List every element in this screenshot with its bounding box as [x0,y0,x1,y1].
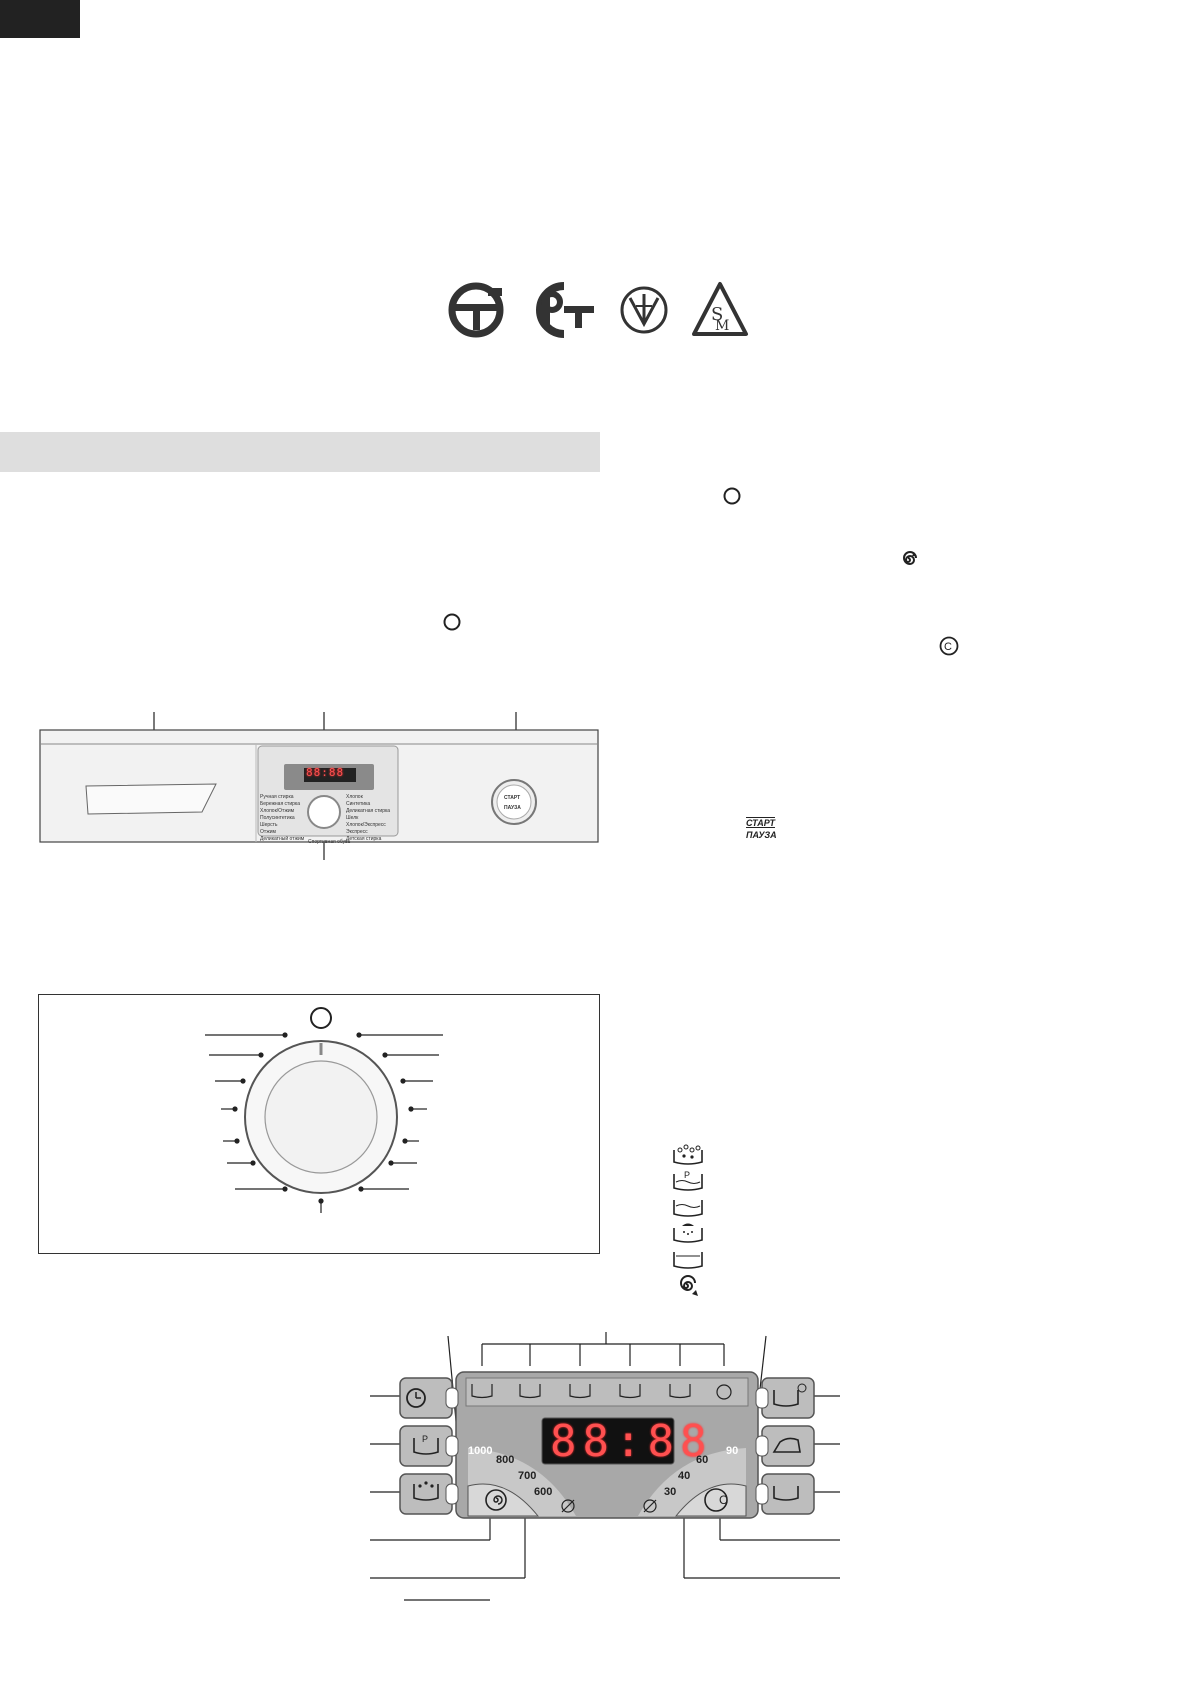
prog-left-4: Полусинтетика [260,815,295,821]
pct-logo [536,282,594,338]
prog-right-2: Синтетика [346,801,371,807]
appliance-front-panel: 88:88 СТАРТ ПАУЗА Ручная стирка Бережная… [36,702,602,862]
timer-icon [406,1388,426,1408]
wash-icon: P [673,1170,703,1191]
prog-right-5: Хлопок/Экспресс [346,822,386,828]
intensive-icon [673,1223,703,1243]
rinse-icon [673,1200,703,1217]
spin-icon [903,551,917,566]
gost-tb-logo [448,282,504,338]
power-icon [443,613,461,631]
start-btn-label-2: ПАУЗА [504,805,521,811]
start-label-line1: СТАРТ [746,818,775,828]
prog-right-4: Шелк [346,815,359,821]
svg-text:S: S [711,304,723,325]
svg-text:M: M [715,318,729,334]
prog-right-3: Деликатная стирка [346,808,391,814]
indicator-strip [471,1384,732,1400]
mini-display: 88:88 [306,766,345,779]
program-dial-diagram [38,994,600,1254]
prog-right-7: Детская стирка [346,836,382,842]
prog-left-1: Ручная стирка [260,794,294,800]
start-btn-label-1: СТАРТ [504,795,521,801]
drain-icon [673,1252,703,1269]
right-button-stack [755,1377,815,1515]
wash-button-icon [413,1438,439,1455]
prog-left-5: Шерсть [260,822,278,828]
temp-button-letter: C [719,1493,728,1507]
spin-800: 800 [496,1454,515,1466]
temperature-icon: C [939,636,959,656]
spin-button-icon [485,1489,507,1511]
cold-icon [643,1499,657,1513]
drain-button-icon [773,1486,799,1501]
program-dial [205,1007,443,1213]
temp-40: 40 [678,1470,691,1482]
prewash-letter: P [684,1170,690,1180]
prog-bottom: Спортивная обувь [308,839,351,845]
temp-60: 60 [696,1454,709,1466]
sm-logo: S M [692,282,748,336]
section-header-bar [0,432,600,472]
prog-right-6: Экспресс [346,829,368,835]
temp-button-icon [704,1488,728,1512]
indicator-legend: P [673,1144,703,1296]
prog-left-2: Бережная стирка [260,801,300,807]
spin-1000: 1000 [468,1445,493,1457]
page-corner-tab [0,0,80,38]
left-button-stack [399,1377,459,1515]
main-display: 88:88 [550,1416,713,1467]
spin-no-icon [561,1499,575,1513]
certification-logos: S M [448,282,748,338]
wash-button-letter: P [422,1434,429,1444]
ukr-cert-logo [620,286,668,334]
temp-90: 90 [726,1445,739,1457]
spin-icon [680,1275,698,1296]
soak-icon [413,1481,439,1501]
start-label-line2: ПАУЗА [746,830,777,840]
spin-600: 600 [534,1486,553,1498]
temp-30: 30 [664,1486,677,1498]
iron-icon [772,1437,801,1453]
prog-left-3: Хлопок/Отжим [260,808,295,814]
intensive-button-icon [773,1383,807,1407]
prewash-icon [673,1144,703,1165]
prog-left-6: Отжим [260,829,276,835]
prog-left-7: Деликатный отжим [260,836,305,842]
control-panel-detail: C 88:88 1000 800 700 600 90 60 40 30 P [370,1330,840,1670]
prog-right-1: Хлопок [346,794,363,800]
temp-letter: C [944,641,952,653]
spin-700: 700 [518,1470,537,1482]
power-icon [723,487,741,505]
